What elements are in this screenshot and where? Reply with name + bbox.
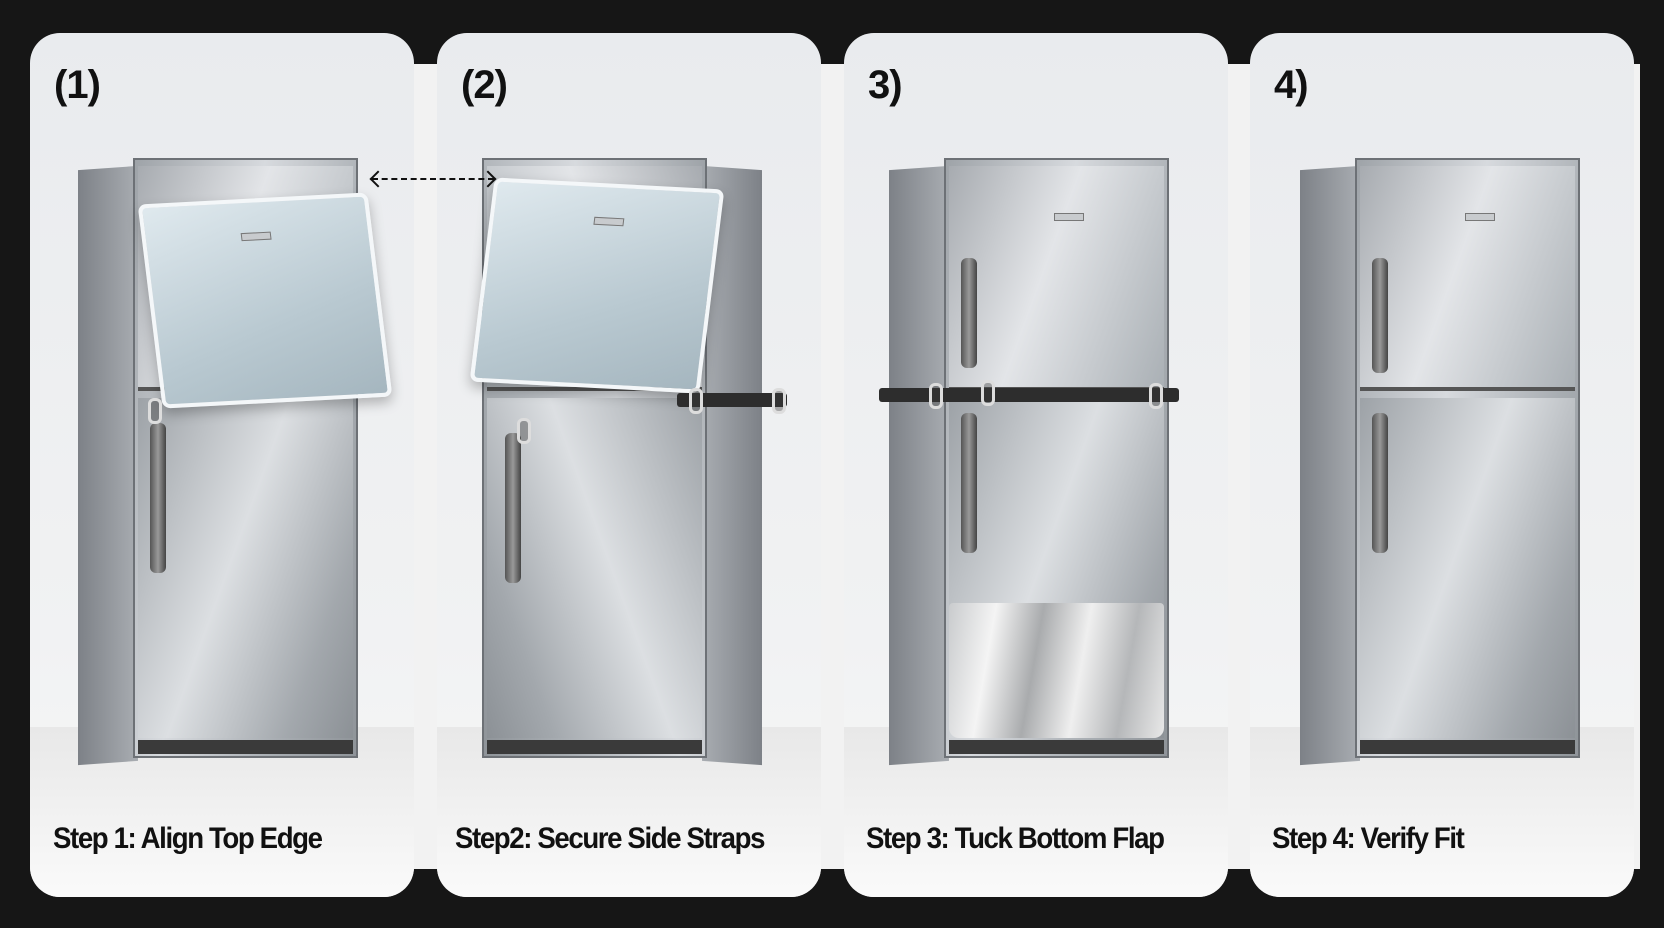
logo-badge <box>1465 213 1495 221</box>
door-handle <box>961 413 977 553</box>
fridge-base <box>487 740 702 754</box>
step-caption: Step 4: Verify Fit <box>1272 822 1465 855</box>
step-caption: Step 3: Tuck Bottom Flap <box>866 822 1165 855</box>
fridge-side <box>1300 165 1360 766</box>
refrigerator <box>879 158 1179 768</box>
fridge-door <box>1360 398 1575 738</box>
strap-buckle <box>689 388 703 414</box>
fridge-base <box>1360 740 1575 754</box>
step-caption: Step 1: Align Top Edge <box>53 822 323 855</box>
fridge-door <box>138 398 353 738</box>
double-arrow-icon <box>372 178 494 180</box>
strap-clip <box>517 418 531 444</box>
step-caption: Step2: Secure Side Straps <box>455 822 765 855</box>
bottom-flap <box>949 603 1164 738</box>
side-strap <box>879 388 1179 402</box>
side-strap <box>677 393 787 407</box>
step-panel-1: (1) <box>30 33 414 897</box>
freezer-handle <box>961 258 977 368</box>
freezer-door <box>1360 166 1575 391</box>
step-number: 4) <box>1274 63 1309 107</box>
door-handle <box>1372 413 1388 553</box>
refrigerator <box>1300 158 1580 768</box>
fridge-cover-top <box>137 192 393 409</box>
logo-badge <box>1054 213 1084 221</box>
freezer-door <box>949 166 1164 391</box>
freezer-handle <box>1372 258 1388 373</box>
step-number: (2) <box>461 63 508 107</box>
logo-badge <box>240 231 272 242</box>
door-handle <box>505 433 521 583</box>
step-panel-4: 4) <box>1250 33 1634 897</box>
logo-badge <box>593 216 625 227</box>
refrigerator <box>78 158 393 768</box>
step-number: (1) <box>54 63 101 107</box>
fridge-cover-top <box>469 177 725 394</box>
step-panel-2: (2) <box>437 33 821 897</box>
fridge-side <box>889 165 949 766</box>
step-panel-3: 3) <box>844 33 1228 897</box>
fridge-side <box>78 165 138 766</box>
strap-buckle <box>772 388 786 414</box>
strap-buckle <box>929 383 943 409</box>
fridge-base <box>949 740 1164 754</box>
step-number: 3) <box>868 63 903 107</box>
strap-buckle <box>981 380 995 406</box>
fridge-base <box>138 740 353 754</box>
door-handle <box>150 423 166 573</box>
strap-clip <box>148 398 162 424</box>
strap-buckle <box>1149 383 1163 409</box>
